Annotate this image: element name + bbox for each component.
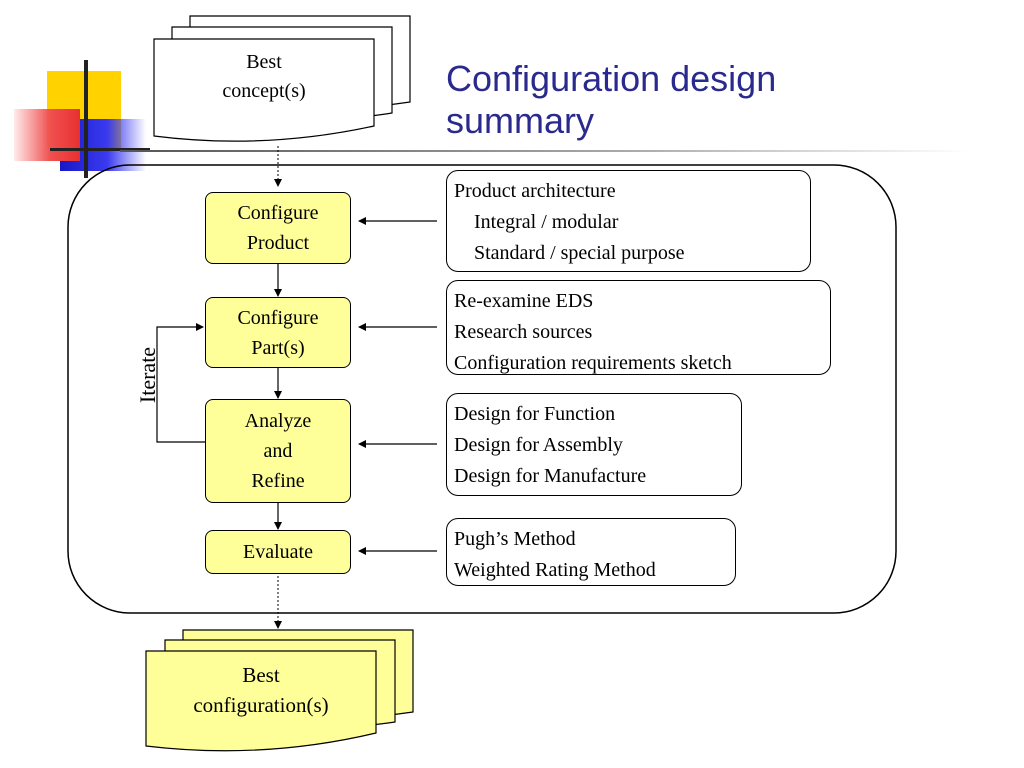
step-evaluate: Evaluate (205, 530, 351, 574)
output-document-line1: Best (242, 663, 280, 687)
info-line: Design for Function (454, 403, 616, 425)
step-label: and (263, 440, 293, 462)
step-label: Part(s) (251, 336, 305, 359)
decoration-horizontal-line (50, 148, 150, 151)
iterate-loop-arrow (156, 323, 205, 443)
info-line: Design for Manufacture (454, 465, 647, 487)
info-line: Re-examine EDS (454, 290, 594, 312)
info-line: Research sources (454, 321, 593, 343)
output-document-line2: configuration(s) (193, 693, 329, 717)
step-configure-parts: Configure Part(s) (205, 297, 351, 368)
input-document-line2: concept(s) (222, 80, 306, 102)
info-line: Product architecture (454, 180, 616, 202)
input-document-label: Best concept(s) (154, 48, 374, 106)
info-line: Standard / special purpose (474, 242, 685, 264)
step-label: Configure (237, 306, 319, 329)
step-label: Refine (251, 470, 305, 492)
info-line: Pugh’s Method (454, 528, 576, 550)
decoration-vertical-line (84, 60, 88, 178)
input-document-line1: Best (246, 51, 282, 73)
iterate-label: Iterate (135, 346, 160, 404)
info-line: Integral / modular (474, 211, 619, 233)
step-label: Evaluate (243, 541, 313, 563)
title-rule (120, 150, 970, 152)
info-line: Weighted Rating Method (454, 559, 656, 581)
input-document-stack (153, 15, 411, 142)
process-frame (67, 164, 897, 614)
step-analyze-refine: Analyze and Refine (205, 399, 351, 503)
info-box-design-for-x: Design for Function Design for Assembly … (446, 393, 742, 496)
step-label: Configure (237, 202, 319, 224)
decoration-red-square (14, 109, 80, 161)
info-box-product-architecture: Product architecture Integral / modular … (446, 170, 811, 272)
output-document-stack (145, 629, 414, 752)
slide-title: Configuration design summary (446, 58, 777, 141)
info-line: Design for Assembly (454, 434, 623, 456)
step-label: Analyze (244, 410, 312, 432)
info-box-part-configuration: Re-examine EDS Research sources Configur… (446, 280, 831, 375)
output-document-label: Best configuration(s) (146, 660, 376, 720)
info-box-evaluation-methods: Pugh’s Method Weighted Rating Method (446, 518, 736, 586)
info-line: Configuration requirements sketch (454, 352, 732, 374)
step-configure-product: Configure Product (205, 192, 351, 264)
step-label: Product (246, 232, 310, 254)
